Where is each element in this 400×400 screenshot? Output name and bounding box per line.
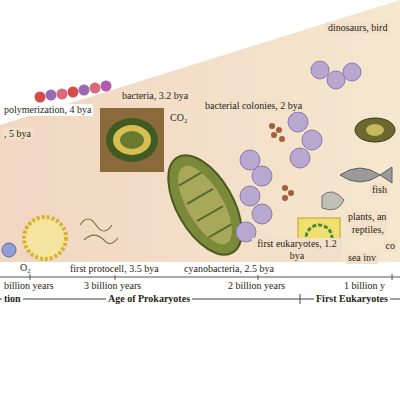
event-label: bacteria, 3.2 bya [120,90,190,102]
event-label: cyanobacteria, 2.5 bya [182,263,276,275]
colony-cell [327,71,345,89]
colony-dot [269,123,275,129]
time-axis [0,277,400,278]
sphere [2,243,16,257]
gas-label: O₂ [18,262,33,274]
cyanobacteria-cell [167,158,242,252]
colony-cell [288,112,308,132]
colony-dot [282,185,288,191]
bacteria-cell [113,125,151,155]
bead [90,83,101,94]
axis-label: billion years [2,280,56,292]
life-label: co [384,240,397,252]
era-label: tion [2,293,23,305]
colony-cell [252,166,272,186]
era-label: Age of Prokaryotes [106,293,192,305]
bacteria-picture [100,108,164,172]
cyanobacteria-stripes [177,172,233,239]
colony-cell [302,130,322,150]
event-label: , 5 bya [2,128,33,140]
colony-dot [276,127,282,133]
colony-cell [240,186,260,206]
life-label: plants, an [346,211,388,223]
polymer-beads [35,81,112,103]
colony-dot [279,136,285,142]
life-label: sea inv [346,252,378,264]
squiggles [80,219,118,244]
era-ticks [22,294,300,304]
event-label: first protocell, 3.5 bya [68,263,161,275]
bacterial-colonies [236,61,361,242]
gas-label: CO₂ [168,112,189,124]
bead [46,90,57,101]
era-label: dinosaurs, bird [326,22,389,34]
bead [35,92,46,103]
event-label: first eukaryotes, 1.2 bya [252,238,342,262]
bacteria-cell [120,131,144,149]
axis-label: 3 billion years [82,280,143,292]
axis-label: 2 billion years [226,280,287,292]
colony-cell [311,61,329,79]
colony-dot [288,190,294,196]
life-label: fish [370,184,389,196]
snail-shell [366,124,384,136]
axis-label: 1 billion y [342,280,387,292]
colony-cell [343,63,361,81]
colony-dot [271,132,277,138]
time-wedge [0,0,400,262]
bead [68,87,79,98]
snail-shell [355,118,395,142]
bacteria-cell [106,118,158,162]
bead [57,89,68,100]
colony-cell [290,148,310,168]
colony-cell [252,204,272,224]
colony-dot [282,195,288,201]
bead [79,85,90,96]
sea-creature [322,192,344,210]
event-label: polymerization, 4 bya [2,104,93,116]
bead [101,81,112,92]
era-label: First Eukaryotes [314,293,390,305]
fish-shape [340,167,392,183]
protocell [24,217,66,259]
life-label: reptiles, [350,224,386,236]
brown-colonies [269,123,294,201]
event-label: bacterial colonies, 2 bya [203,100,304,112]
bacteria-frame [100,108,164,172]
